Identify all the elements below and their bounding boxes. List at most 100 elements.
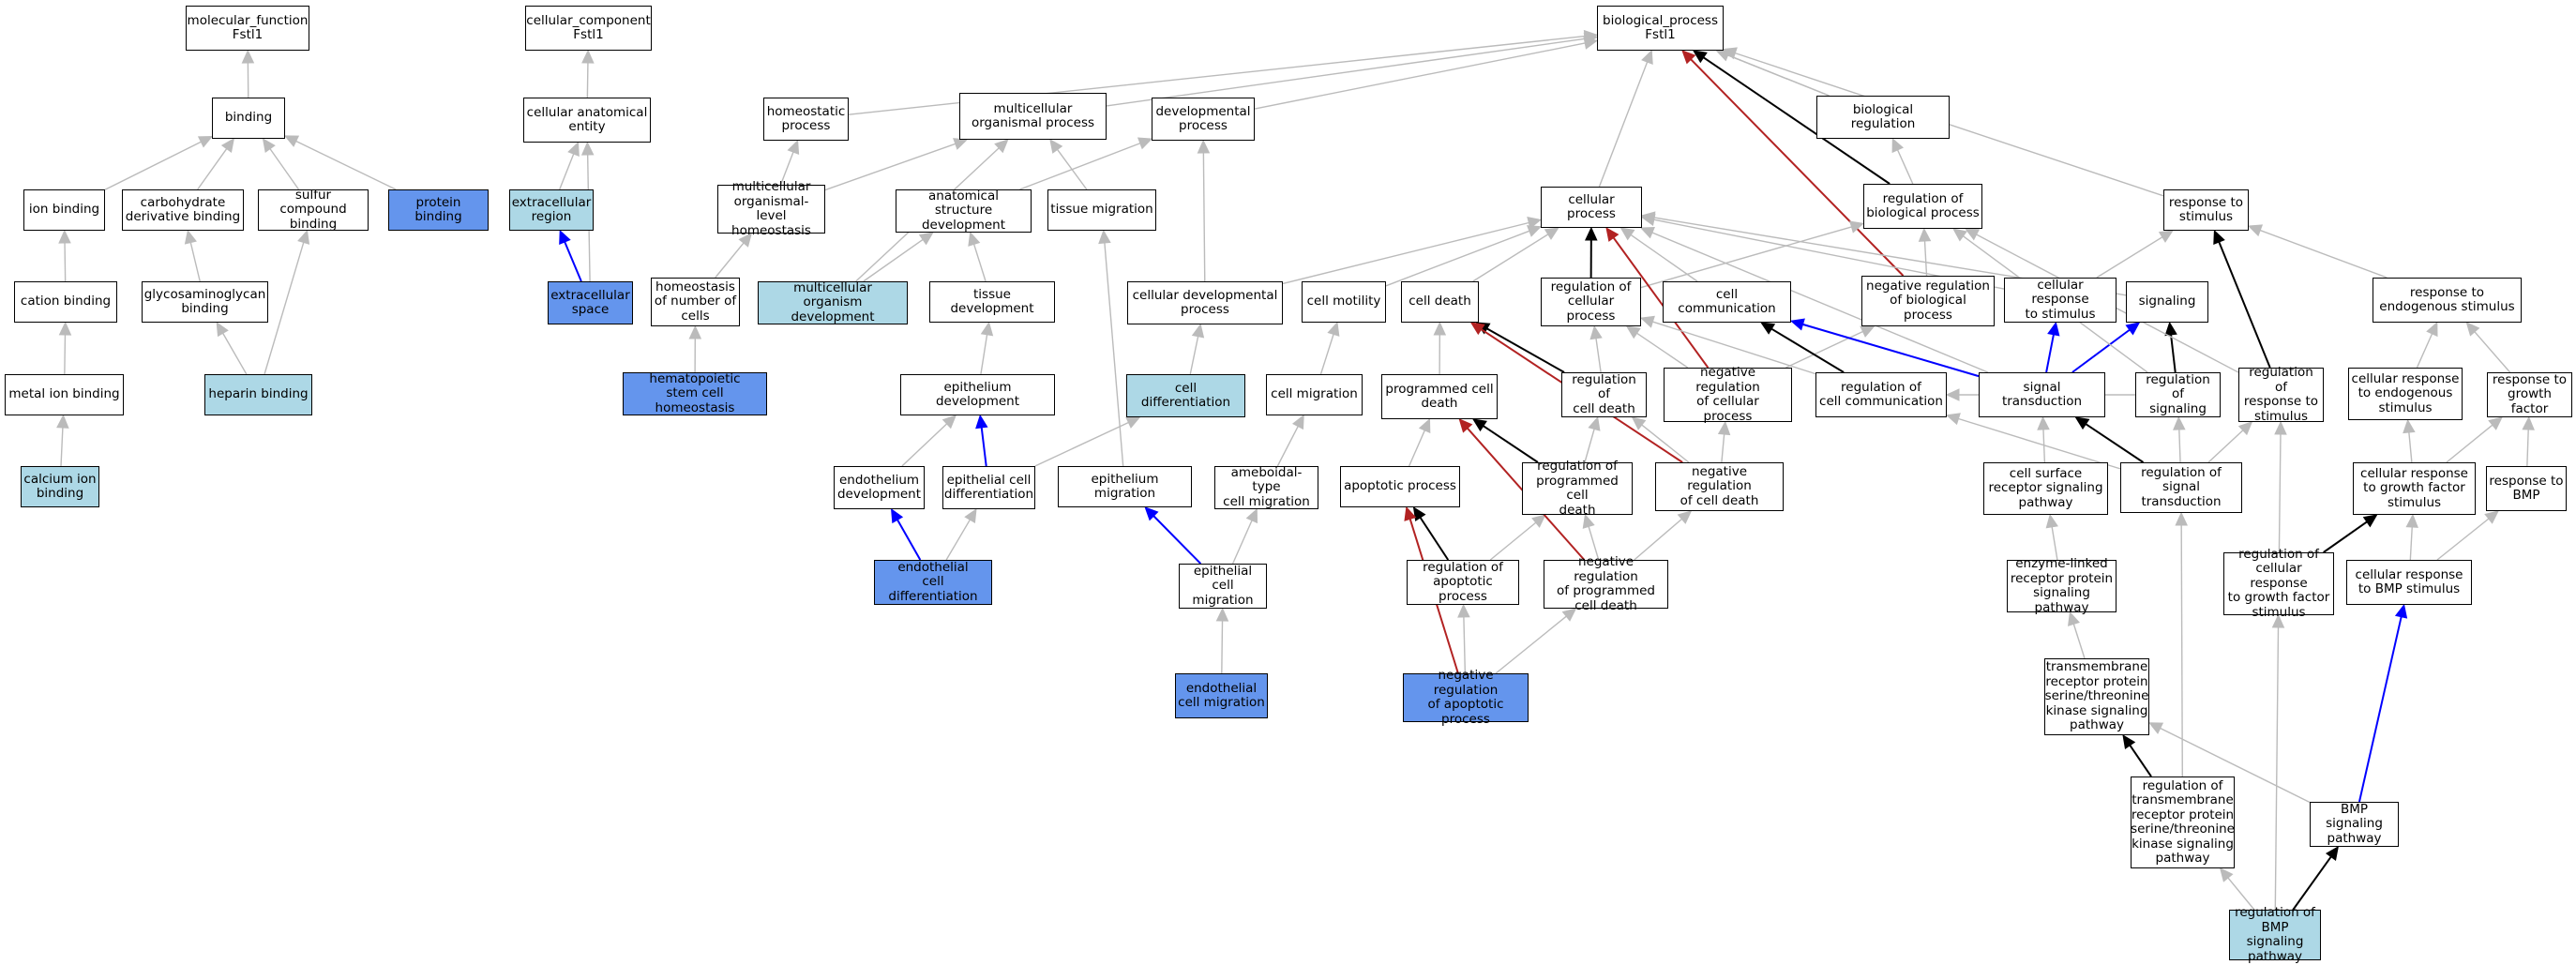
go-term-cell-motility[interactable]: cell motility	[1302, 281, 1386, 323]
go-term-cell-dev-process[interactable]: cellular developmental process	[1127, 281, 1283, 324]
go-term-cell-migration[interactable]: cell migration	[1266, 374, 1363, 415]
go-term-ameboidal[interactable]: ameboidal-type cell migration	[1214, 465, 1318, 509]
go-term-neg-reg-bp[interactable]: negative regulation of biological proces…	[1861, 276, 1995, 326]
go-term-reg-bp[interactable]: regulation of biological process	[1863, 184, 1982, 229]
go-term-endoth-dev[interactable]: endothelium development	[834, 466, 925, 509]
go-term-tissue-migration[interactable]: tissue migration	[1047, 189, 1156, 231]
go-term-reg-pcd[interactable]: regulation of programmed cell death	[1522, 459, 1633, 517]
go-term-developmental[interactable]: developmental process	[1152, 98, 1255, 141]
go-term-asd[interactable]: anatomical structure development	[896, 188, 1032, 233]
go-term-cell-resp-bmp[interactable]: cellular response to BMP stimulus	[2346, 560, 2472, 605]
go-term-response-stimulus[interactable]: response to stimulus	[2163, 189, 2249, 231]
go-term-neg-reg-cell-death[interactable]: negative regulation of cell death	[1655, 462, 1784, 511]
go-term-resp-gf[interactable]: response to growth factor	[2487, 372, 2572, 417]
edge-reg-sig-trans-to-reg-signaling	[2173, 415, 2186, 463]
go-term-metal-binding[interactable]: metal ion binding	[5, 374, 124, 415]
edge-reg-cell-comm-to-cell-comm	[1760, 322, 1845, 373]
edge-reg-cell-process-to-reg-bp	[1640, 220, 1865, 289]
edge-epith-cell-diff-to-epith-dev	[975, 414, 988, 467]
edge-cae-to-cc	[581, 49, 595, 98]
go-term-reg-cell-process[interactable]: regulation of cellular process	[1541, 278, 1641, 326]
edge-reg-apoptotic-to-reg-pcd	[1489, 514, 1546, 561]
go-term-resp-bmp[interactable]: response to BMP	[2486, 466, 2567, 511]
edge-reg-pcd-to-reg-cell-death	[1584, 415, 1601, 463]
edge-reg-sig-trans-to-reg-resp-stim	[2207, 421, 2253, 463]
go-term-carb-binding[interactable]: carbohydrate derivative binding	[122, 189, 244, 231]
go-term-ecr[interactable]: extracellular region	[509, 189, 594, 231]
edge-cell-diff-to-cell-dev-process	[1189, 323, 1205, 375]
edge-reg-sig-trans-to-signal-transduction	[2074, 416, 2145, 463]
go-term-cell-death[interactable]: cell death	[1401, 281, 1479, 323]
go-term-pcd[interactable]: programmed cell death	[1381, 374, 1498, 419]
go-term-epith-dev[interactable]: epithelium development	[900, 374, 1055, 415]
edge-cell-resp-stim-to-response-stimulus	[2096, 230, 2174, 279]
go-term-epith-migration[interactable]: epithelium migration	[1058, 466, 1192, 507]
go-term-reg-signaling[interactable]: regulation of signaling	[2135, 372, 2221, 417]
go-term-calcium-binding[interactable]: calcium ion binding	[21, 466, 99, 507]
go-term-endoth-cell-diff[interactable]: endothelial cell differentiation	[874, 560, 992, 605]
edge-resp-gf-to-resp-endo	[2465, 322, 2511, 373]
go-term-cell-resp-endo[interactable]: cellular response to endogenous stimulus	[2348, 368, 2463, 420]
edge-cell-motility-to-cellular-process	[1385, 225, 1543, 287]
go-term-signal-transduction[interactable]: signal transduction	[1979, 372, 2105, 417]
edge-reg-apoptotic-to-apoptotic	[1412, 505, 1450, 561]
edge-reg-bmp-to-reg-tm-serine	[2219, 867, 2255, 911]
go-term-resp-endo[interactable]: response to endogenous stimulus	[2373, 278, 2522, 323]
go-term-reg-bmp[interactable]: regulation of BMP signaling pathway	[2229, 905, 2321, 963]
go-term-reg-cell-comm[interactable]: regulation of cell communication	[1815, 372, 1947, 417]
edge-neg-reg-bp-to-bp	[1681, 50, 1905, 277]
edge-ameboidal-to-cell-migration	[1276, 414, 1304, 467]
edge-tissue-dev-to-asd	[968, 231, 987, 282]
go-term-cc[interactable]: cellular_component Fstl1	[525, 6, 652, 51]
go-term-neg-reg-cellular[interactable]: negative regulation of cellular process	[1664, 365, 1792, 423]
edge-developmental-to-bp	[1254, 37, 1599, 110]
go-term-cell-diff[interactable]: cell differentiation	[1126, 374, 1245, 417]
edge-endoth-cell-migration-to-epith-cell-migration	[1215, 607, 1229, 674]
go-term-endoth-cell-migration[interactable]: endothelial cell migration	[1175, 673, 1268, 718]
go-term-mf[interactable]: molecular_function Fstl1	[186, 6, 309, 51]
go-term-cellular-process[interactable]: cellular process	[1541, 187, 1642, 228]
go-term-homeostatic[interactable]: homeostatic process	[763, 98, 849, 141]
go-term-apoptotic[interactable]: apoptotic process	[1340, 466, 1460, 507]
go-term-signaling[interactable]: signaling	[2126, 281, 2208, 323]
go-term-reg-sig-trans[interactable]: regulation of signal transduction	[2120, 462, 2242, 513]
edge-ion-binding-to-binding	[104, 135, 214, 190]
go-term-heparin-binding[interactable]: heparin binding	[204, 374, 312, 415]
edge-apoptotic-to-pcd	[1408, 417, 1431, 467]
go-term-bmp-pathway[interactable]: BMP signaling pathway	[2310, 802, 2399, 847]
go-term-tissue-dev[interactable]: tissue development	[929, 281, 1055, 323]
go-term-cae[interactable]: cellular anatomical entity	[523, 98, 651, 143]
go-term-tm-serine[interactable]: transmembrane receptor protein serine/th…	[2044, 658, 2149, 735]
go-term-reg-resp-stim[interactable]: regulation of response to stimulus	[2238, 365, 2324, 423]
go-term-reg-apoptotic[interactable]: regulation of apoptotic process	[1407, 560, 1519, 605]
go-term-ecs[interactable]: extracellular space	[548, 281, 633, 324]
go-term-bio-reg[interactable]: biological regulation	[1816, 96, 1950, 139]
go-term-bp[interactable]: biological_process Fstl1	[1597, 6, 1724, 51]
go-term-mod[interactable]: multicellular organism development	[758, 280, 908, 324]
go-term-cation-binding[interactable]: cation binding	[14, 281, 117, 323]
go-term-neg-reg-apoptotic[interactable]: negative regulation of apoptotic process	[1403, 668, 1529, 726]
go-term-multicellular[interactable]: multicellular organismal process	[959, 93, 1107, 140]
go-term-protein-binding[interactable]: protein binding	[388, 189, 489, 231]
go-term-reg-cell-death[interactable]: regulation of cell death	[1561, 372, 1647, 417]
go-term-gag-binding[interactable]: glycosaminoglycan binding	[142, 281, 268, 323]
go-term-enzyme-linked[interactable]: enzyme-linked receptor protein signaling…	[2007, 556, 2117, 614]
go-term-ion-binding[interactable]: ion binding	[23, 189, 105, 231]
go-term-cell-resp-gf[interactable]: cellular response to growth factor stimu…	[2353, 462, 2476, 515]
go-term-mol-homeostasis[interactable]: multicellular organismal-level homeostas…	[717, 179, 825, 237]
go-term-epith-cell-migration[interactable]: epithelial cell migration	[1179, 564, 1267, 609]
go-term-cell-surface[interactable]: cell surface receptor signaling pathway	[1983, 462, 2108, 515]
go-term-hsc-homeo[interactable]: hematopoietic stem cell homeostasis	[623, 371, 767, 415]
go-term-epith-cell-diff[interactable]: epithelial cell differentiation	[942, 466, 1035, 509]
go-term-cell-resp-stim[interactable]: cellular response to stimulus	[2004, 278, 2117, 323]
edge-protein-binding-to-binding	[283, 135, 397, 190]
go-term-cell-comm[interactable]: cell communication	[1663, 281, 1791, 323]
go-term-binding[interactable]: binding	[212, 98, 285, 139]
edge-neg-reg-cellular-to-cellular-process	[1605, 227, 1710, 369]
edge-reg-cell-comm-to-reg-cell-process	[1639, 315, 1816, 375]
go-term-reg-cell-resp-gf[interactable]: regulation of cellular response to growt…	[2223, 547, 2334, 620]
go-term-sulfur-binding[interactable]: sulfur compound binding	[258, 188, 369, 232]
go-term-reg-tm-serine[interactable]: regulation of transmembrane receptor pro…	[2131, 777, 2235, 868]
go-term-homeo-cells[interactable]: homeostasis of number of cells	[651, 278, 740, 326]
go-term-neg-reg-pcd[interactable]: negative regulation of programmed cell d…	[1544, 554, 1668, 612]
